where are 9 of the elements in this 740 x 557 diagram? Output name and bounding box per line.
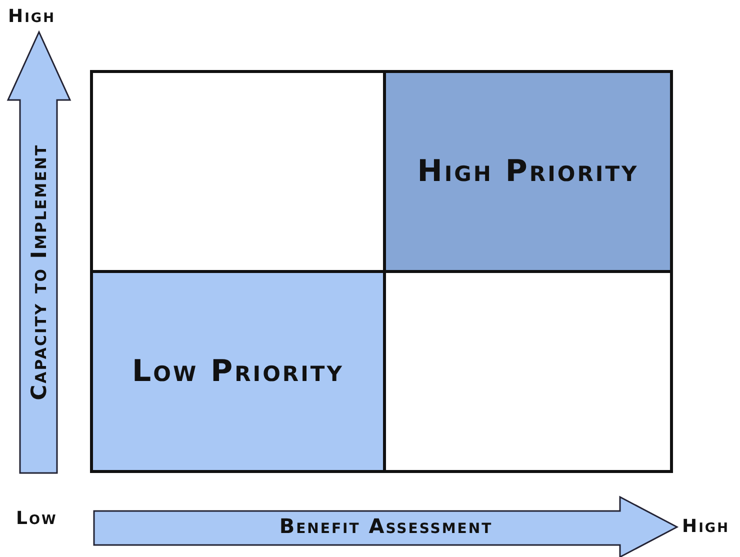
quadrant-box [383,70,673,273]
axis-label: High [8,6,56,27]
quadrant-label: Low Priority [132,354,344,389]
axis-label: Low [16,508,58,529]
axis-label: Capacity to Implement [27,144,51,400]
quadrant-box [90,270,386,473]
axis-label: Benefit Assessment [279,514,493,538]
axis-label: High [682,516,730,537]
quadrant-label: High Priority [417,154,639,189]
